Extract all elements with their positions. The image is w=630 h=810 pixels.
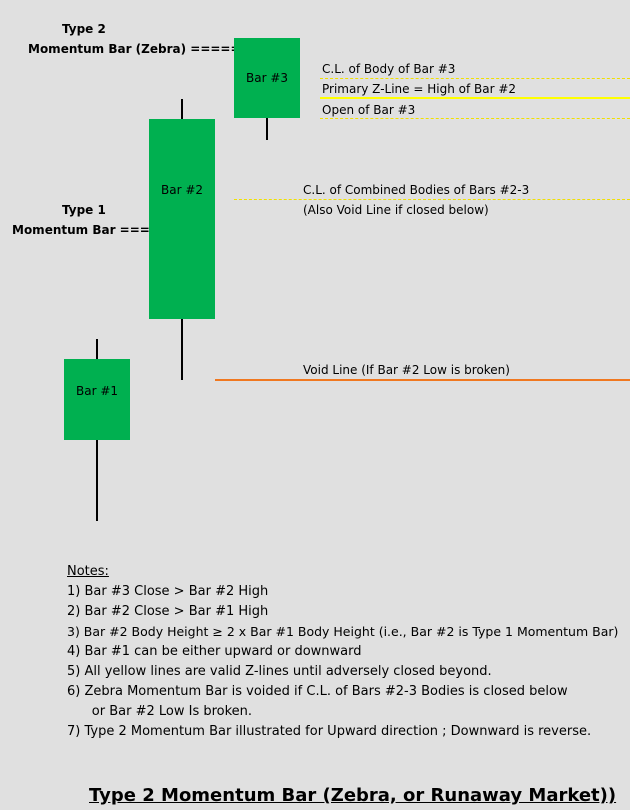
open-bar3-label: Open of Bar #3 bbox=[322, 103, 416, 117]
cl-combined-label-line1: C.L. of Combined Bodies of Bars #2-3 bbox=[303, 183, 530, 197]
note-item-3: 3) Bar #2 Body Height ≥ 2 x Bar #1 Body … bbox=[67, 624, 619, 639]
bar3-body: Bar #3 bbox=[234, 38, 300, 118]
type1-label-line1: Type 1 bbox=[62, 203, 106, 217]
page-title: Type 2 Momentum Bar (Zebra, or Runaway M… bbox=[89, 785, 617, 806]
bar2-label: Bar #2 bbox=[160, 183, 204, 197]
note-item-5: 5) All yellow lines are valid Z-lines un… bbox=[67, 664, 492, 679]
void-line bbox=[215, 379, 630, 381]
cl-combined-line bbox=[234, 199, 630, 200]
cl-body-bar3-label: C.L. of Body of Bar #3 bbox=[322, 62, 456, 76]
primary-zline-label: Primary Z-Line = High of Bar #2 bbox=[322, 82, 517, 96]
type2-label-line1: Type 2 bbox=[62, 22, 106, 36]
note-item-7: 7) Type 2 Momentum Bar illustrated for U… bbox=[67, 724, 592, 739]
void-line-label: Void Line (If Bar #2 Low is broken) bbox=[303, 363, 510, 377]
bar1-body: Bar #1 bbox=[64, 359, 130, 440]
bar3-label: Bar #3 bbox=[245, 71, 289, 85]
note-item-1: 1) Bar #3 Close > Bar #2 High bbox=[67, 584, 269, 599]
bar1-upper-wick bbox=[96, 339, 98, 360]
cl-body-bar3-line bbox=[320, 78, 630, 79]
open-bar3-line bbox=[320, 118, 630, 119]
note-item-2: 2) Bar #2 Close > Bar #1 High bbox=[67, 604, 269, 619]
primary-zline bbox=[320, 97, 630, 99]
note-item-6-cont: or Bar #2 Low Is broken. bbox=[67, 704, 253, 719]
cl-combined-label-line2: (Also Void Line if closed below) bbox=[303, 203, 489, 217]
bar1-lower-wick bbox=[96, 439, 98, 521]
notes-heading: Notes: bbox=[67, 564, 109, 579]
note-item-4: 4) Bar #1 can be either upward or downwa… bbox=[67, 644, 362, 659]
bar2-upper-wick bbox=[181, 99, 183, 120]
type1-label-line2: Momentum Bar ====> bbox=[12, 223, 170, 237]
type2-label-line2: Momentum Bar (Zebra) =======> bbox=[28, 42, 271, 56]
bar1-label: Bar #1 bbox=[75, 384, 119, 398]
bar2-body: Bar #2 bbox=[149, 119, 215, 319]
note-item-6: 6) Zebra Momentum Bar is voided if C.L. … bbox=[67, 684, 568, 699]
bar3-lower-wick bbox=[266, 118, 268, 140]
bar2-lower-wick bbox=[181, 318, 183, 380]
